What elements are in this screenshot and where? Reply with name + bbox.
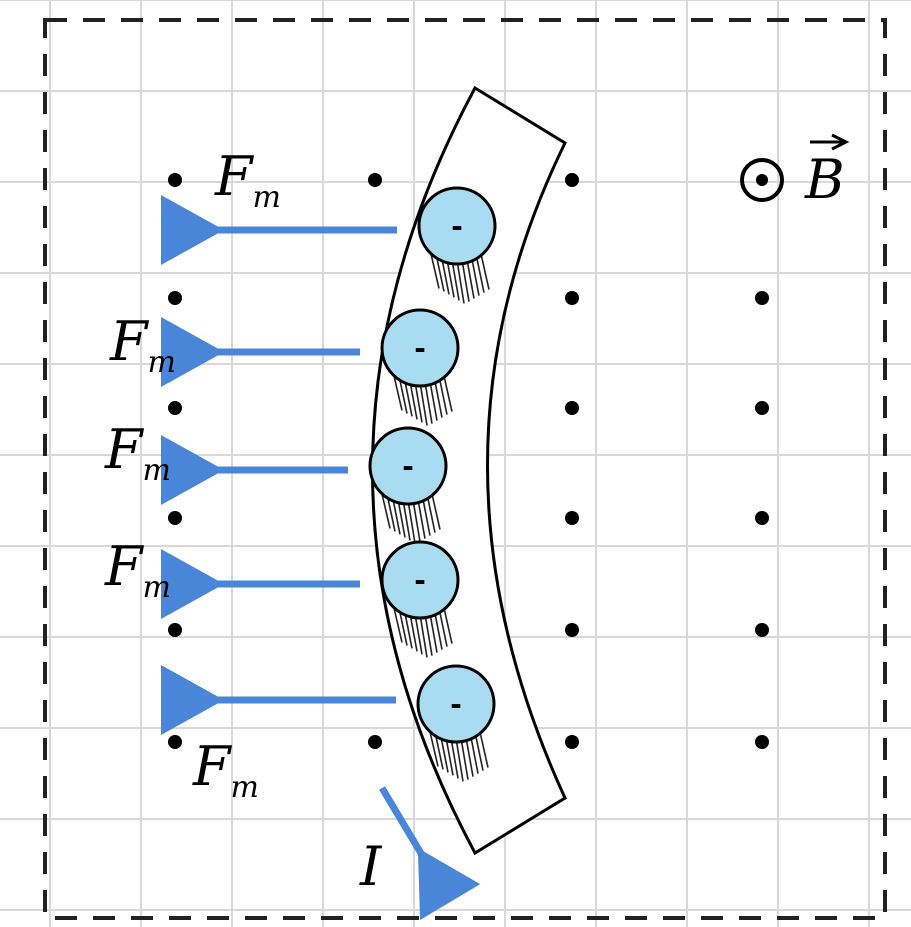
force-label-4: Fm: [104, 535, 171, 605]
out-of-page-icon: [740, 158, 784, 202]
field-dot: [168, 623, 182, 637]
field-dot: [565, 291, 579, 305]
field-dot: [368, 173, 382, 187]
magnetic-field-symbol: B: [740, 133, 850, 211]
charge-sign: -: [414, 564, 426, 597]
field-dot: [755, 623, 769, 637]
electron: -: [380, 540, 460, 620]
field-dot: [168, 735, 182, 749]
field-dot: [565, 173, 579, 187]
electron: -: [368, 426, 448, 506]
field-dot: [565, 623, 579, 637]
field-dot: [168, 291, 182, 305]
field-dot: [168, 173, 182, 187]
field-dot: [168, 511, 182, 525]
force-label-1: Fm: [214, 145, 281, 215]
electrons: - - - - -: [368, 186, 497, 744]
charge-sign: -: [414, 332, 426, 365]
field-dots: [168, 173, 769, 749]
field-dot: [565, 511, 579, 525]
field-dot: [755, 401, 769, 415]
charge-sign: -: [451, 210, 463, 243]
electron: -: [416, 664, 496, 744]
field-dot: [368, 735, 382, 749]
field-dot: [755, 291, 769, 305]
field-label: B: [804, 148, 845, 211]
magnetic-field-region: [43, 18, 887, 920]
current-label: I: [359, 835, 383, 898]
force-arrows: [161, 195, 397, 735]
force-label-3: Fm: [104, 418, 171, 488]
charge-sign: -: [402, 450, 414, 483]
force-label-5: Fm: [192, 735, 259, 805]
field-dot: [168, 401, 182, 415]
field-dot: [755, 511, 769, 525]
field-dot: [565, 735, 579, 749]
force-labels: Fm Fm Fm Fm Fm: [104, 145, 281, 805]
electron: -: [380, 308, 460, 388]
field-dot: [755, 735, 769, 749]
electron: -: [417, 186, 497, 266]
force-label-2: Fm: [109, 310, 176, 380]
charge-sign: -: [450, 688, 462, 721]
current-direction-arrow: [378, 786, 481, 921]
field-dot: [565, 401, 579, 415]
